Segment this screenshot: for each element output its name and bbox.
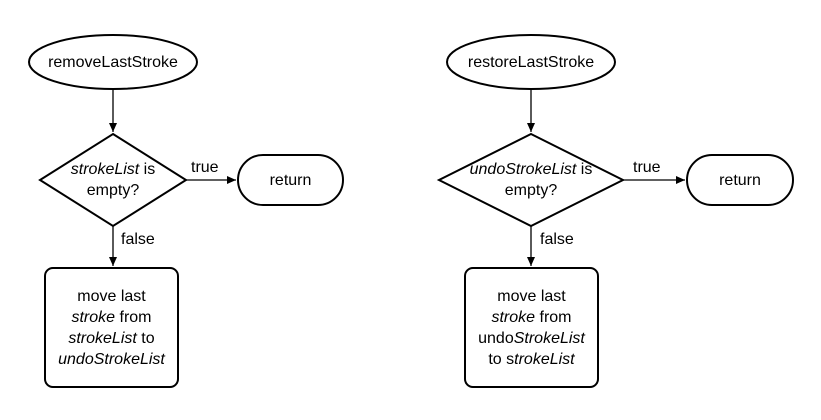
action-node-remove: [44, 267, 179, 388]
decision-label: strokeList is empty?: [52, 158, 174, 202]
action-text: to: [136, 330, 155, 347]
decision-italic-text: undoStrokeList: [469, 161, 577, 178]
action-label: move last stroke from strokeList to undo…: [45, 285, 178, 371]
action-italic-text: undoStrokeList: [58, 351, 165, 368]
decision-text: is: [576, 161, 593, 178]
action-italic-text: strokeList: [68, 330, 137, 347]
terminal-label: return: [269, 171, 312, 189]
action-text: from: [115, 309, 152, 326]
action-node-restore: [464, 267, 599, 388]
action-text: to s: [488, 351, 515, 368]
true-label: true: [633, 159, 661, 176]
action-text: from: [535, 309, 572, 326]
action-italic-text: stroke: [71, 309, 116, 326]
action-text: move last: [497, 288, 566, 305]
true-label: true: [191, 159, 219, 176]
action-italic-text: StrokeList: [513, 330, 585, 347]
action-italic-text: trokeList: [514, 351, 575, 368]
false-label: false: [121, 231, 155, 248]
decision-text-line2: empty?: [86, 182, 140, 199]
terminal-node-remove: [237, 154, 344, 206]
start-label: restoreLastStroke: [467, 53, 595, 71]
action-italic-text: stroke: [491, 309, 536, 326]
action-text: undo: [478, 330, 514, 347]
action-text: move last: [77, 288, 146, 305]
action-label: move last stroke from undoStrokeList to …: [465, 285, 598, 371]
decision-text-line2: empty?: [504, 182, 558, 199]
terminal-label: return: [719, 171, 761, 189]
start-label: removeLastStroke: [48, 53, 178, 71]
terminal-node-restore: [686, 154, 794, 206]
decision-label: undoStrokeList is empty?: [455, 158, 607, 202]
decision-text: is: [139, 161, 156, 178]
decision-italic-text: strokeList: [70, 161, 140, 178]
false-label: false: [540, 231, 574, 248]
